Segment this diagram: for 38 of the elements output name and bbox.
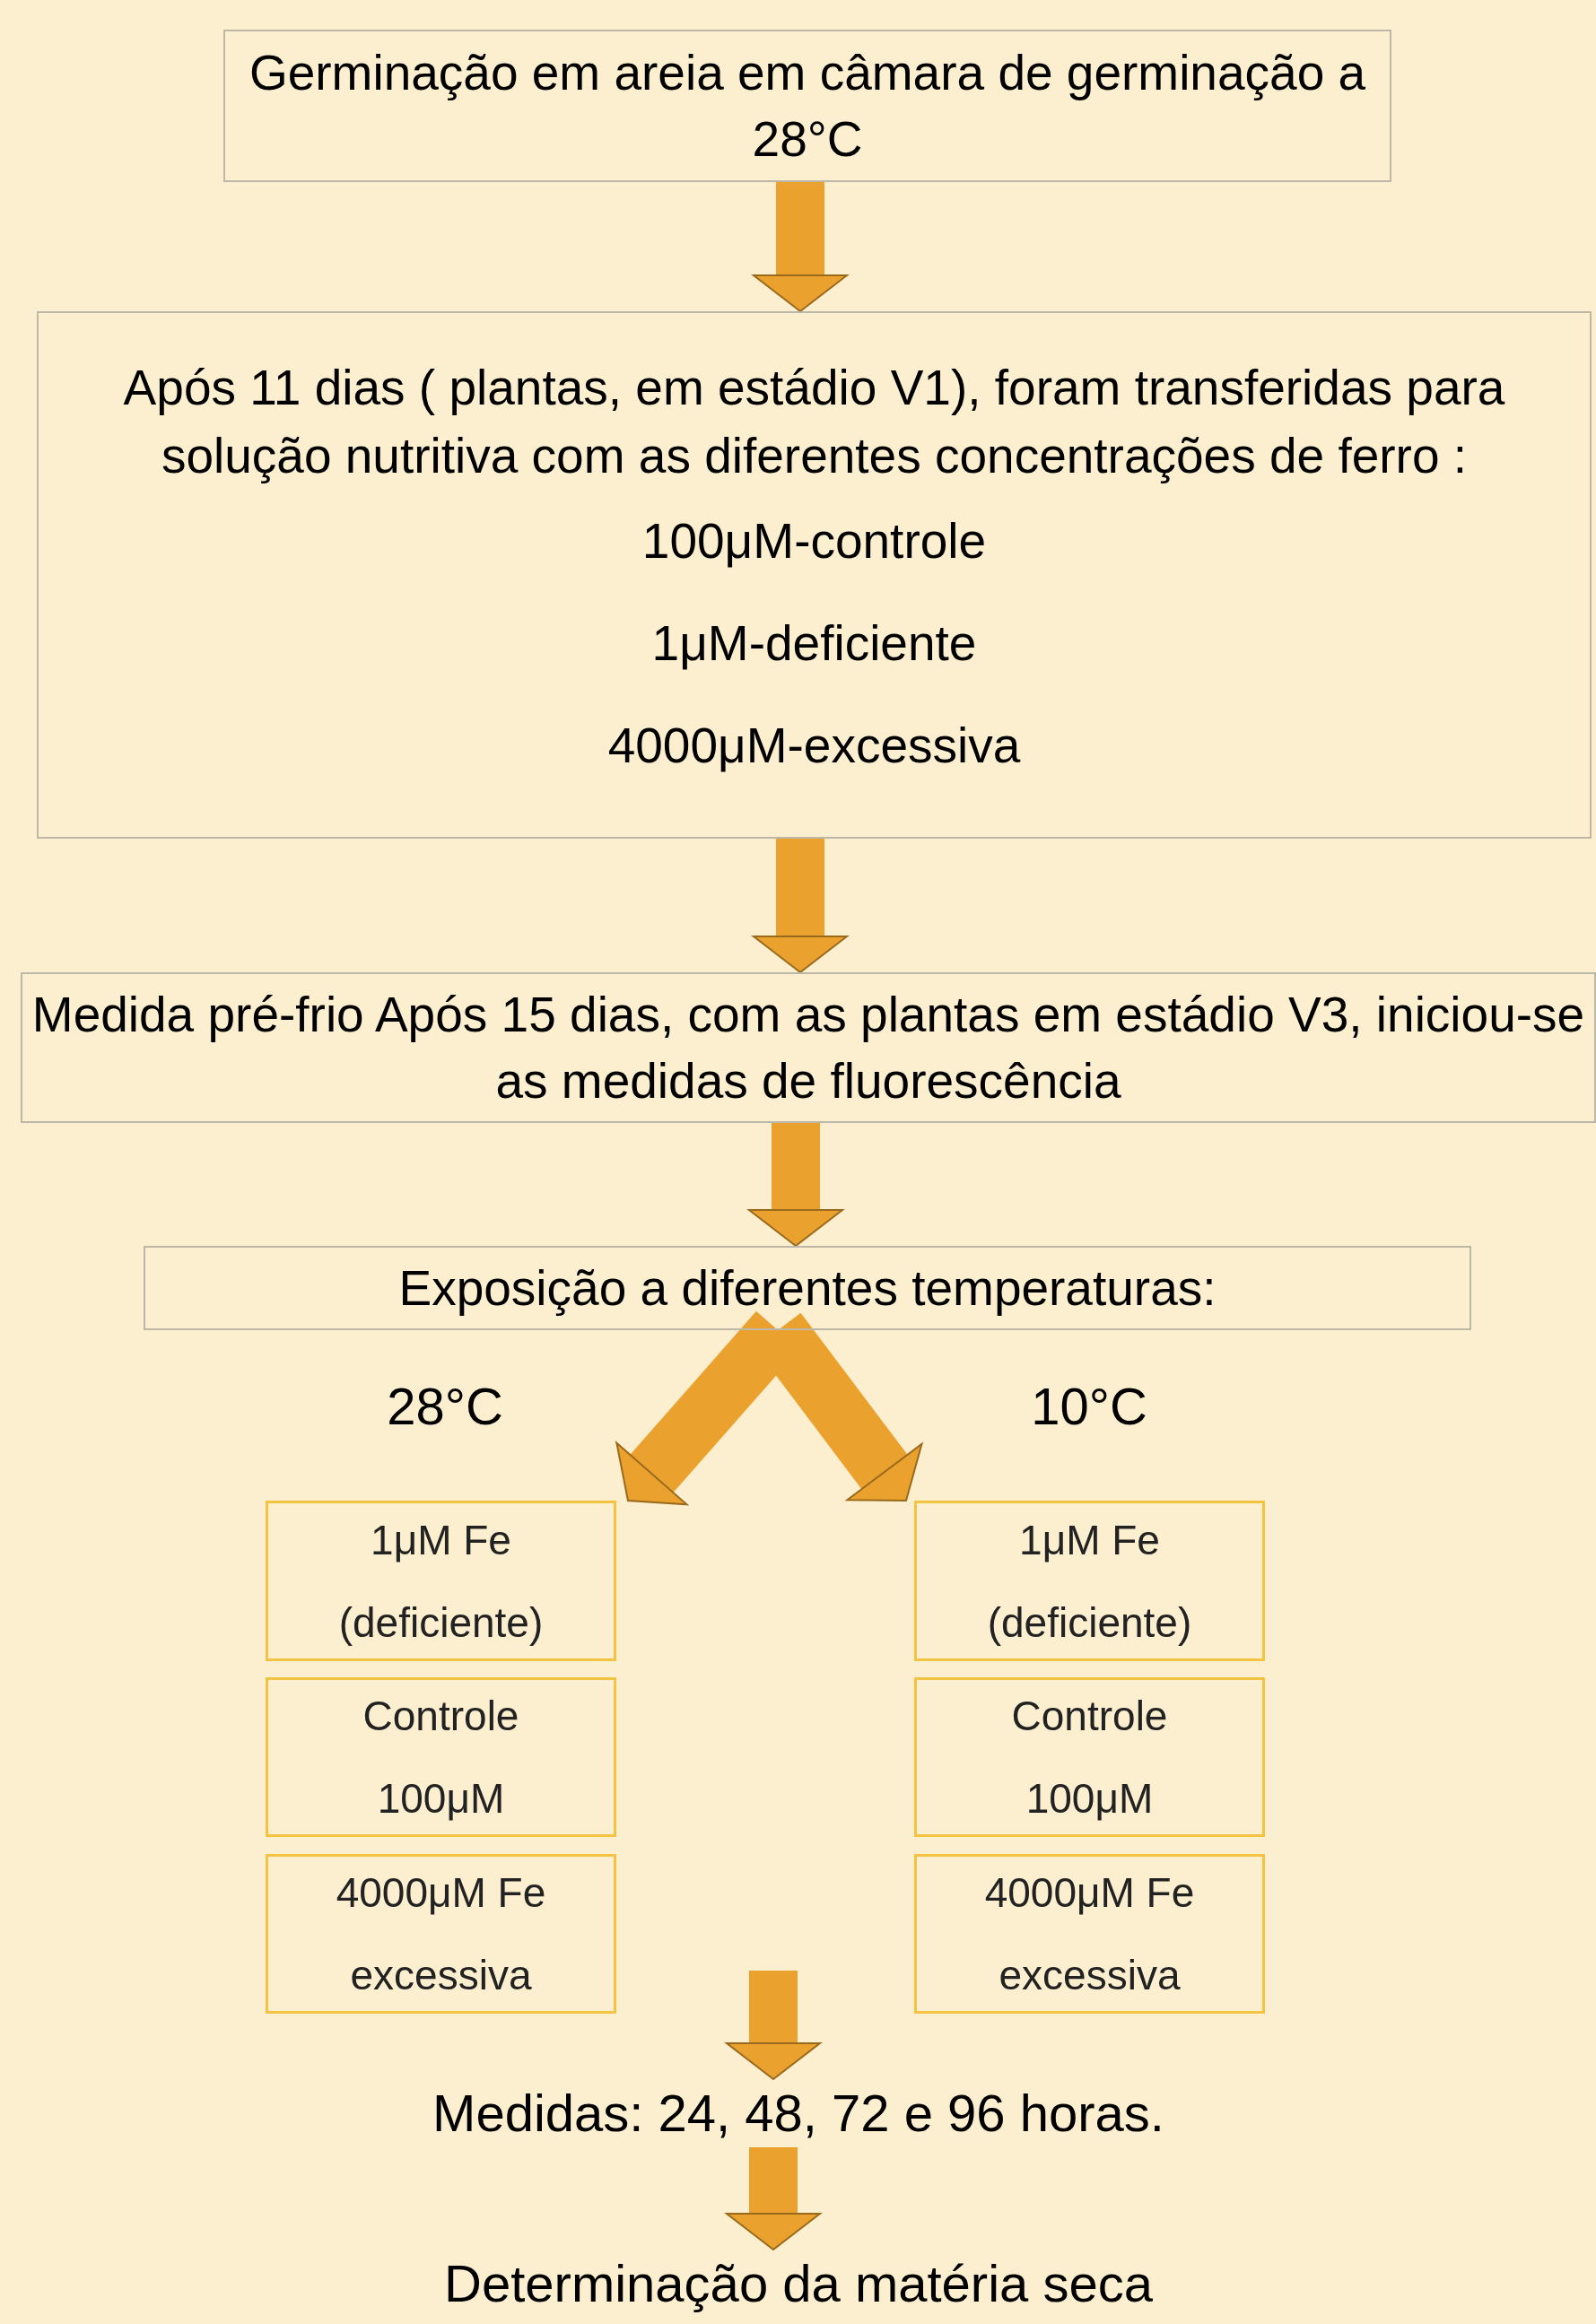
process-box <box>37 311 1592 839</box>
box-text: 4000μM Fe <box>336 1868 546 1918</box>
block-arrow <box>753 839 848 973</box>
box-text: excessiva <box>350 1951 532 2000</box>
treatment-box <box>914 1677 1265 1837</box>
box-paragraph: Após 11 dias ( plantas, em estádio V1), foram transferidas para solução nutritiva com as diferentes concentrações de ferro : <box>122 359 1506 485</box>
concentration-text: 1μM-deficiente <box>651 614 977 673</box>
block-arrow <box>726 1971 821 2080</box>
process-box <box>144 1246 1471 1330</box>
treatment-box <box>266 1677 616 1837</box>
step-text: Determinação da matéria seca <box>269 2250 1328 2318</box>
temperature-label: 28°C <box>386 1376 504 1437</box>
block-arrow <box>753 182 848 312</box>
treatment-box <box>266 1501 616 1661</box>
box-text: 1μM Fe <box>1019 1515 1160 1565</box>
process-box <box>21 972 1596 1123</box>
block-arrow <box>748 1123 843 1247</box>
box-text: (deficiente) <box>987 1597 1192 1648</box>
box-text: Controle <box>362 1692 519 1741</box>
box-text: 1μM Fe <box>371 1515 511 1565</box>
box-text: 100μM <box>377 1774 505 1824</box>
box-text: Germinação em areia em câmara de germinação a 28°C <box>248 44 1367 169</box>
block-arrow <box>726 2147 821 2250</box>
step-text: Medidas: 24, 48, 72 e 96 horas. <box>269 2079 1328 2147</box>
treatment-box <box>914 1501 1265 1661</box>
box-text: Medida pré-frio Após 15 dias, com as plantas em estádio V3, iniciou-se as medidas de fluorescência <box>31 986 1586 1110</box>
concentration-text: 4000μM-excessiva <box>607 717 1021 775</box>
process-box <box>223 30 1391 182</box>
box-text: 100μM <box>1025 1774 1154 1824</box>
box-text: excessiva <box>999 1951 1181 2000</box>
box-text: Controle <box>1011 1692 1168 1741</box>
treatment-box <box>914 1854 1265 2014</box>
box-text: Exposição a diferentes temperaturas: <box>398 1259 1217 1318</box>
box-text: (deficiente) <box>338 1597 544 1648</box>
temperature-label: 10°C <box>1030 1376 1148 1437</box>
box-text: 4000μM Fe <box>984 1868 1195 1918</box>
concentration-text: 100μM-controle <box>641 512 987 570</box>
treatment-box <box>266 1854 616 2014</box>
